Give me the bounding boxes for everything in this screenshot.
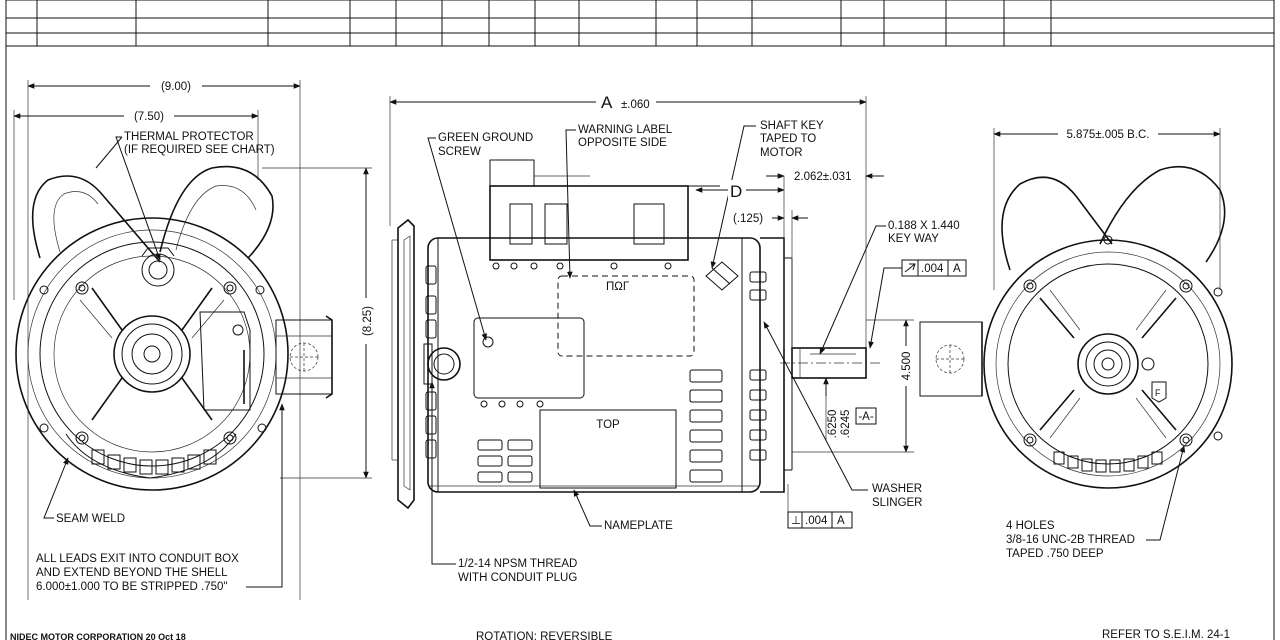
left-end-view: (9.00) (7.50) (8.25): [13, 79, 374, 600]
footer-left: NIDEC MOTOR CORPORATION 20 Oct 18: [10, 632, 186, 640]
holes-note-1: 4 HOLES: [1006, 520, 1055, 532]
thermal-protector-label: THERMAL PROTECTOR: [124, 131, 254, 143]
dim-4-500: 4.500: [901, 352, 913, 381]
dim-d: D: [730, 182, 742, 201]
tolerance-frame-top: .004 A: [868, 259, 967, 349]
tol-top-value: .004: [921, 263, 944, 275]
dim-2-062: 2.062±.031: [794, 171, 851, 183]
dim-7-50: (7.50): [134, 111, 164, 123]
holes-note-2: 3/8-16 UNC-2B THREAD: [1006, 534, 1135, 546]
shaft-key-sub2: MOTOR: [760, 147, 803, 159]
top-label: TOP: [596, 419, 620, 431]
leads-note-1: ALL LEADS EXIT INTO CONDUIT BOX: [36, 553, 239, 565]
warning-label-sub: OPPOSITE SIDE: [578, 137, 667, 149]
footer: NIDEC MOTOR CORPORATION 20 Oct 18 ROTATI…: [10, 629, 1230, 640]
seam-weld-label: SEAM WELD: [56, 513, 125, 525]
tol-bottom-datum: A: [837, 515, 845, 527]
right-end-view: 5.875±.005 B.C.: [919, 126, 1233, 560]
leads-note-2: AND EXTEND BEYOND THE SHELL: [36, 567, 228, 579]
green-ground-label: GREEN GROUND: [438, 132, 533, 144]
tol-bottom-symbol: ⊥: [791, 515, 801, 527]
dim-9-00: (9.00): [161, 81, 191, 93]
footer-right: REFER TO S.E.I.M. 24-1: [1102, 629, 1230, 640]
dim-0-125: (.125): [733, 213, 763, 225]
warning-label-mark: ΠΩΓ: [606, 281, 630, 293]
tol-top-datum: A: [953, 263, 961, 275]
dim-a: A: [601, 93, 613, 112]
tol-bottom-value: .004: [805, 515, 828, 527]
side-elevation-view: A ±.060: [389, 92, 967, 584]
bolt-circle-dim: 5.875±.005 B.C.: [1066, 129, 1149, 141]
holes-note-3: TAPED .750 DEEP: [1006, 548, 1104, 560]
warning-label-text: WARNING LABEL: [578, 124, 673, 136]
keyway-label: 0.188 X 1.440: [888, 220, 960, 232]
green-ground-sub: SCREW: [438, 146, 481, 158]
keyway-sub: KEY WAY: [888, 233, 939, 245]
washer-label: WASHER: [872, 483, 922, 495]
washer-sub: SLINGER: [872, 497, 923, 509]
nameplate-label: NAMEPLATE: [604, 520, 673, 532]
dim-8-25: (8.25): [362, 306, 374, 336]
f-mark: F: [1155, 388, 1161, 398]
thermal-protector-sub: (IF REQUIRED SEE CHART): [124, 144, 275, 156]
dim-a-tol: ±.060: [621, 99, 650, 111]
thread-note-2: WITH CONDUIT PLUG: [458, 572, 577, 584]
shaft-key-sub1: TAPED TO: [760, 133, 816, 145]
footer-center: ROTATION: REVERSIBLE: [476, 631, 613, 640]
datum-a: -A-: [858, 411, 874, 423]
title-block-table: [5, 0, 1275, 640]
dim-0-6245: .6245: [840, 410, 852, 439]
thread-note-1: 1/2-14 NPSM THREAD: [458, 558, 577, 570]
shaft-key-label: SHAFT KEY: [760, 120, 824, 132]
leads-note-3: 6.000±1.000 TO BE STRIPPED .750": [36, 581, 228, 593]
dim-0-6250: .6250: [827, 410, 839, 439]
tolerance-frame-bottom: ⊥ .004 A: [787, 484, 853, 529]
